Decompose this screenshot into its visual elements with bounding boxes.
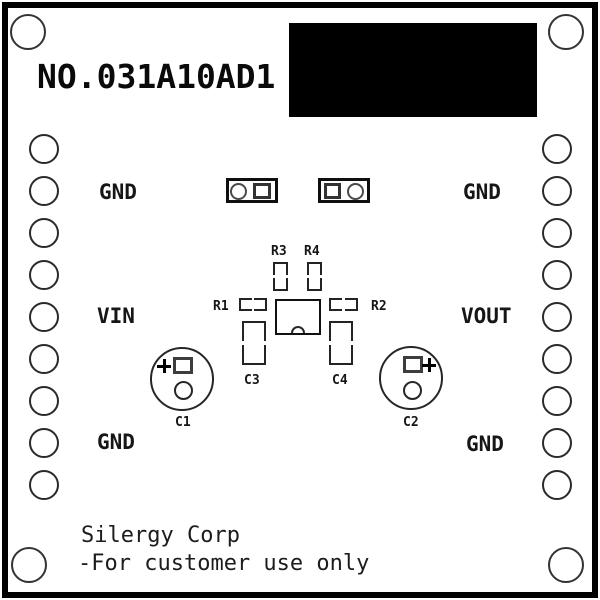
- refdes-r1: R1: [213, 299, 229, 314]
- jumper-right-round-pin: [347, 183, 364, 200]
- power-module-block: [289, 23, 537, 117]
- through-hole-pad: [29, 470, 59, 500]
- through-hole-pad: [29, 428, 59, 458]
- mounting-hole-top-right: [548, 14, 584, 50]
- mounting-hole-bottom-right: [548, 547, 584, 583]
- label-gnd-left-bottom: GND: [97, 430, 135, 454]
- through-hole-pad: [29, 344, 59, 374]
- c2-plus-polarity-icon: [422, 358, 436, 372]
- c2-square-pad: [403, 356, 423, 373]
- jumper-left-round-pin: [230, 183, 247, 200]
- label-gnd-right-bottom: GND: [466, 432, 504, 456]
- c3-pad-top: [242, 321, 266, 341]
- c1-square-pad: [173, 357, 193, 374]
- through-hole-pad: [542, 218, 572, 248]
- label-vout: VOUT: [461, 304, 512, 328]
- mounting-hole-top-left: [10, 14, 46, 50]
- manufacturer-text: Silergy Corp: [81, 523, 240, 548]
- label-gnd-left-top: GND: [99, 180, 137, 204]
- r1-pad-right: [254, 298, 267, 311]
- refdes-r4: R4: [304, 244, 320, 259]
- board-part-number: NO.031A10AD1: [37, 57, 276, 96]
- jumper-left-square-pin: [253, 183, 271, 199]
- refdes-c4: C4: [332, 373, 348, 388]
- through-hole-pad: [542, 386, 572, 416]
- through-hole-pad: [29, 386, 59, 416]
- label-vin: VIN: [97, 304, 135, 328]
- refdes-c1: C1: [175, 415, 191, 430]
- mounting-hole-bottom-left: [11, 547, 47, 583]
- through-hole-pad: [542, 302, 572, 332]
- through-hole-pad: [542, 470, 572, 500]
- c4-pad-top: [329, 321, 353, 341]
- jumper-right-square-pin: [324, 183, 341, 199]
- through-hole-pad: [29, 134, 59, 164]
- through-hole-pad: [29, 302, 59, 332]
- through-hole-pad: [542, 428, 572, 458]
- r2-pad-left: [329, 298, 342, 311]
- c3-pad-bottom: [242, 345, 266, 365]
- refdes-r2: R2: [371, 299, 387, 314]
- through-hole-pad: [29, 260, 59, 290]
- r4-pad-top: [307, 262, 322, 275]
- through-hole-pad: [542, 260, 572, 290]
- r3-pad-bottom: [273, 278, 288, 291]
- c4-pad-bottom: [329, 345, 353, 365]
- ic-pin1-notch: [291, 325, 305, 333]
- r2-pad-right: [345, 298, 358, 311]
- c1-plus-polarity-icon: [157, 359, 171, 373]
- r3-pad-top: [273, 262, 288, 275]
- c2-round-pad: [403, 381, 422, 400]
- refdes-c2: C2: [403, 415, 419, 430]
- r1-pad-left: [239, 298, 252, 311]
- through-hole-pad: [29, 176, 59, 206]
- through-hole-pad: [542, 176, 572, 206]
- through-hole-pad: [542, 344, 572, 374]
- notice-text: -For customer use only: [78, 551, 370, 576]
- refdes-c3: C3: [244, 373, 260, 388]
- through-hole-pad: [542, 134, 572, 164]
- label-gnd-right-top: GND: [463, 180, 501, 204]
- through-hole-pad: [29, 218, 59, 248]
- refdes-r3: R3: [271, 244, 287, 259]
- r4-pad-bottom: [307, 278, 322, 291]
- c1-round-pad: [174, 381, 193, 400]
